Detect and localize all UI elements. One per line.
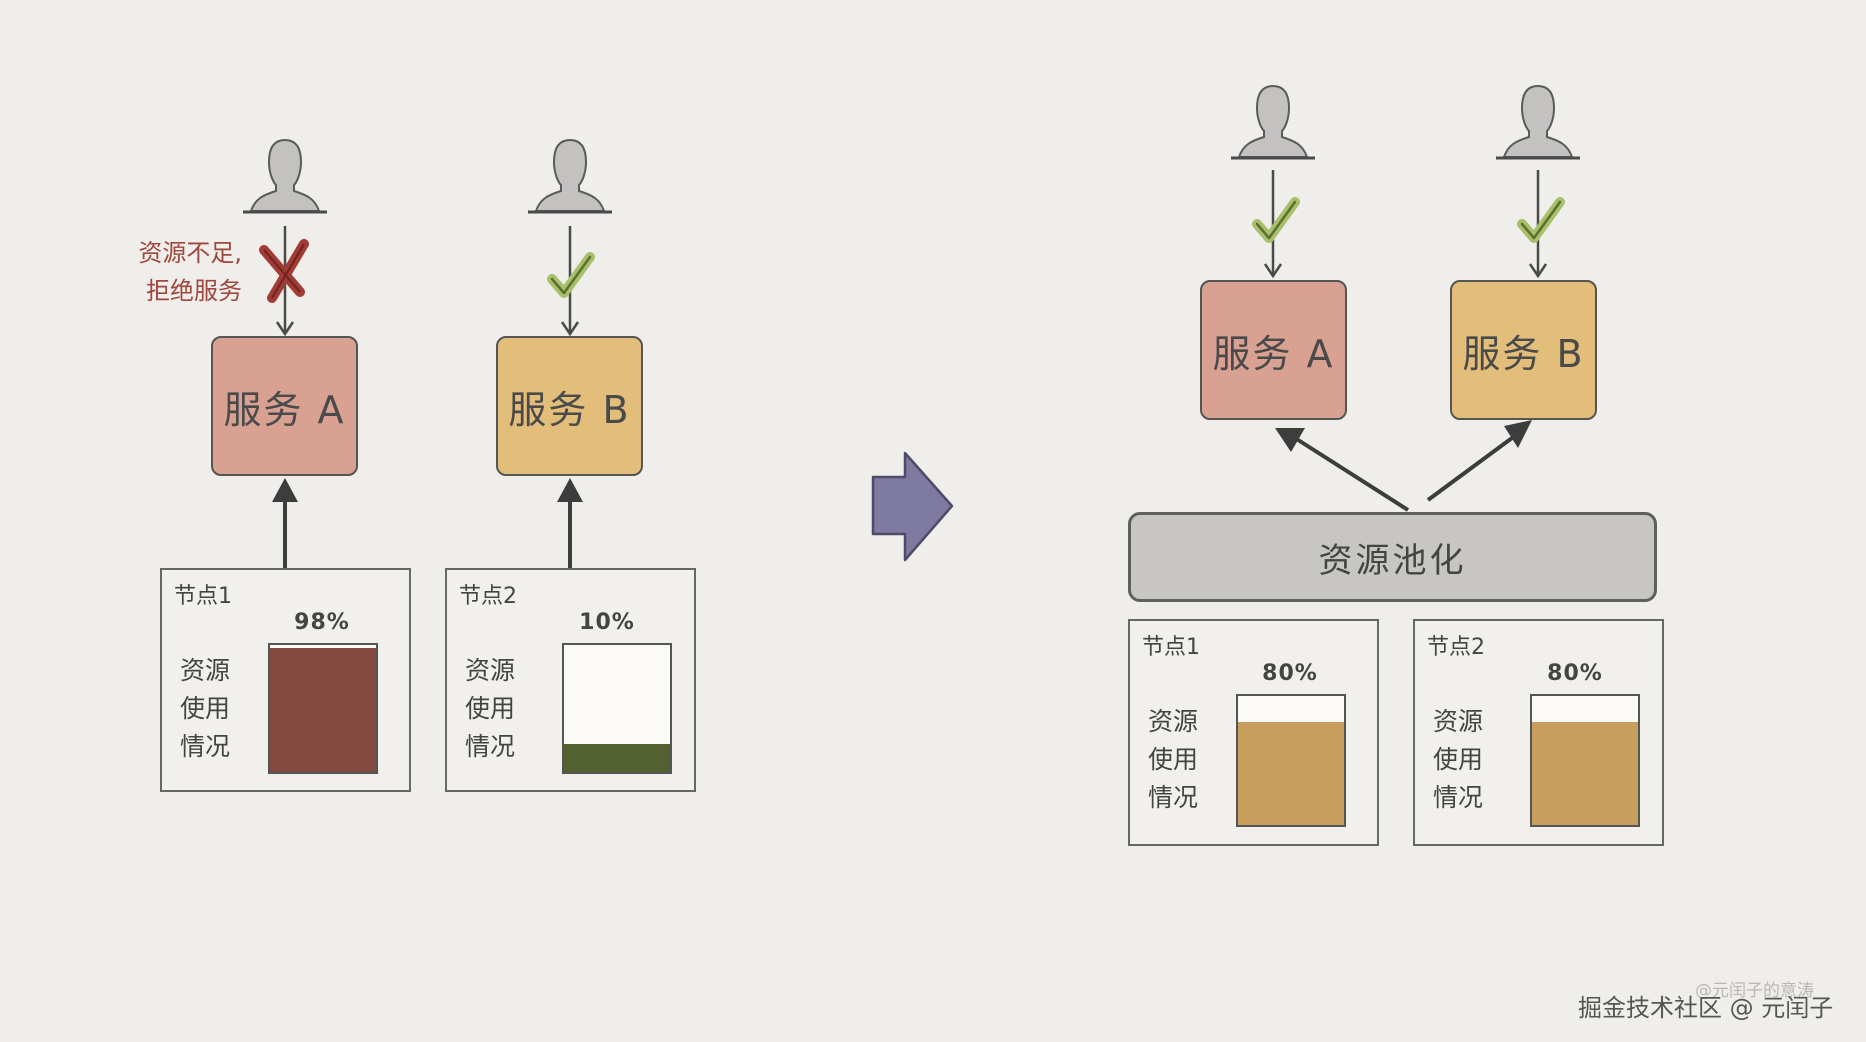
usage-bar: [1530, 694, 1640, 827]
usage-label-line: 资源: [1433, 707, 1484, 736]
service-b-box: 服务 B: [1450, 280, 1597, 420]
usage-bar-fill: [1532, 721, 1638, 825]
supply-arrow: [1275, 428, 1410, 512]
check-icon: [1522, 202, 1560, 238]
node-box: 节点1 资源 使用 情况 98%: [160, 568, 411, 792]
usage-label-line: 情况: [1148, 783, 1199, 812]
watermark: 掘金技术社区 @ 元闰子: [1578, 994, 1834, 1022]
usage-label-line: 资源: [180, 656, 231, 685]
usage-label-line: 使用: [1148, 745, 1199, 774]
usage-label-line: 使用: [465, 694, 516, 723]
node-title: 节点1: [1142, 635, 1200, 660]
request-arrow: [1528, 170, 1548, 279]
usage-label-line: 情况: [465, 732, 516, 761]
node-title: 节点1: [174, 584, 232, 609]
node-title: 节点2: [1427, 635, 1485, 660]
usage-bar: [268, 643, 378, 774]
usage-label-line: 资源: [1148, 707, 1199, 736]
usage-label-line: 情况: [180, 732, 231, 761]
reject-note: 资源不足, 拒绝服务: [112, 234, 242, 310]
user-icon: [526, 138, 614, 214]
user-icon: [1229, 84, 1317, 160]
resource-pool: 资源池化: [1128, 512, 1657, 602]
user-icon: [241, 138, 329, 214]
watermark-faint: @元闰子的意涛: [1695, 981, 1814, 1001]
request-arrow: [1263, 170, 1283, 279]
usage-label-line: 使用: [180, 694, 231, 723]
node-title: 节点2: [459, 584, 517, 609]
service-a-box: 服务 A: [1200, 280, 1347, 420]
usage-bar: [1236, 694, 1346, 827]
usage-bar-fill: [270, 647, 376, 772]
reject-note-line: 拒绝服务: [146, 277, 242, 305]
usage-percent: 80%: [1547, 661, 1603, 686]
usage-label: 资源 使用 情况: [1148, 703, 1198, 817]
check-icon: [1257, 202, 1295, 238]
usage-bar-fill: [1238, 721, 1344, 825]
usage-label: 资源 使用 情况: [1433, 703, 1483, 817]
service-a-box: 服务 A: [211, 336, 358, 476]
supply-arrow: [557, 478, 583, 568]
node-box: 节点2 资源 使用 情况 10%: [445, 568, 696, 792]
node-box: 节点1 资源 使用 情况 80%: [1128, 619, 1379, 846]
transition-arrow-icon: [871, 451, 954, 562]
reject-note-line: 资源不足,: [138, 239, 242, 267]
usage-bar-fill: [564, 744, 670, 772]
usage-label: 资源 使用 情况: [465, 652, 515, 766]
usage-percent: 98%: [294, 610, 350, 635]
reject-cross-icon: [259, 239, 309, 303]
supply-arrow: [272, 478, 298, 568]
usage-label-line: 情况: [1433, 783, 1484, 812]
node-box: 节点2 资源 使用 情况 80%: [1413, 619, 1664, 846]
usage-label-line: 资源: [465, 656, 516, 685]
user-icon: [1494, 84, 1582, 160]
usage-label: 资源 使用 情况: [180, 652, 230, 766]
usage-percent: 80%: [1262, 661, 1318, 686]
usage-label-line: 使用: [1433, 745, 1484, 774]
usage-bar: [562, 643, 672, 774]
supply-arrow: [1426, 420, 1532, 502]
service-b-box: 服务 B: [496, 336, 643, 476]
usage-percent: 10%: [579, 610, 635, 635]
